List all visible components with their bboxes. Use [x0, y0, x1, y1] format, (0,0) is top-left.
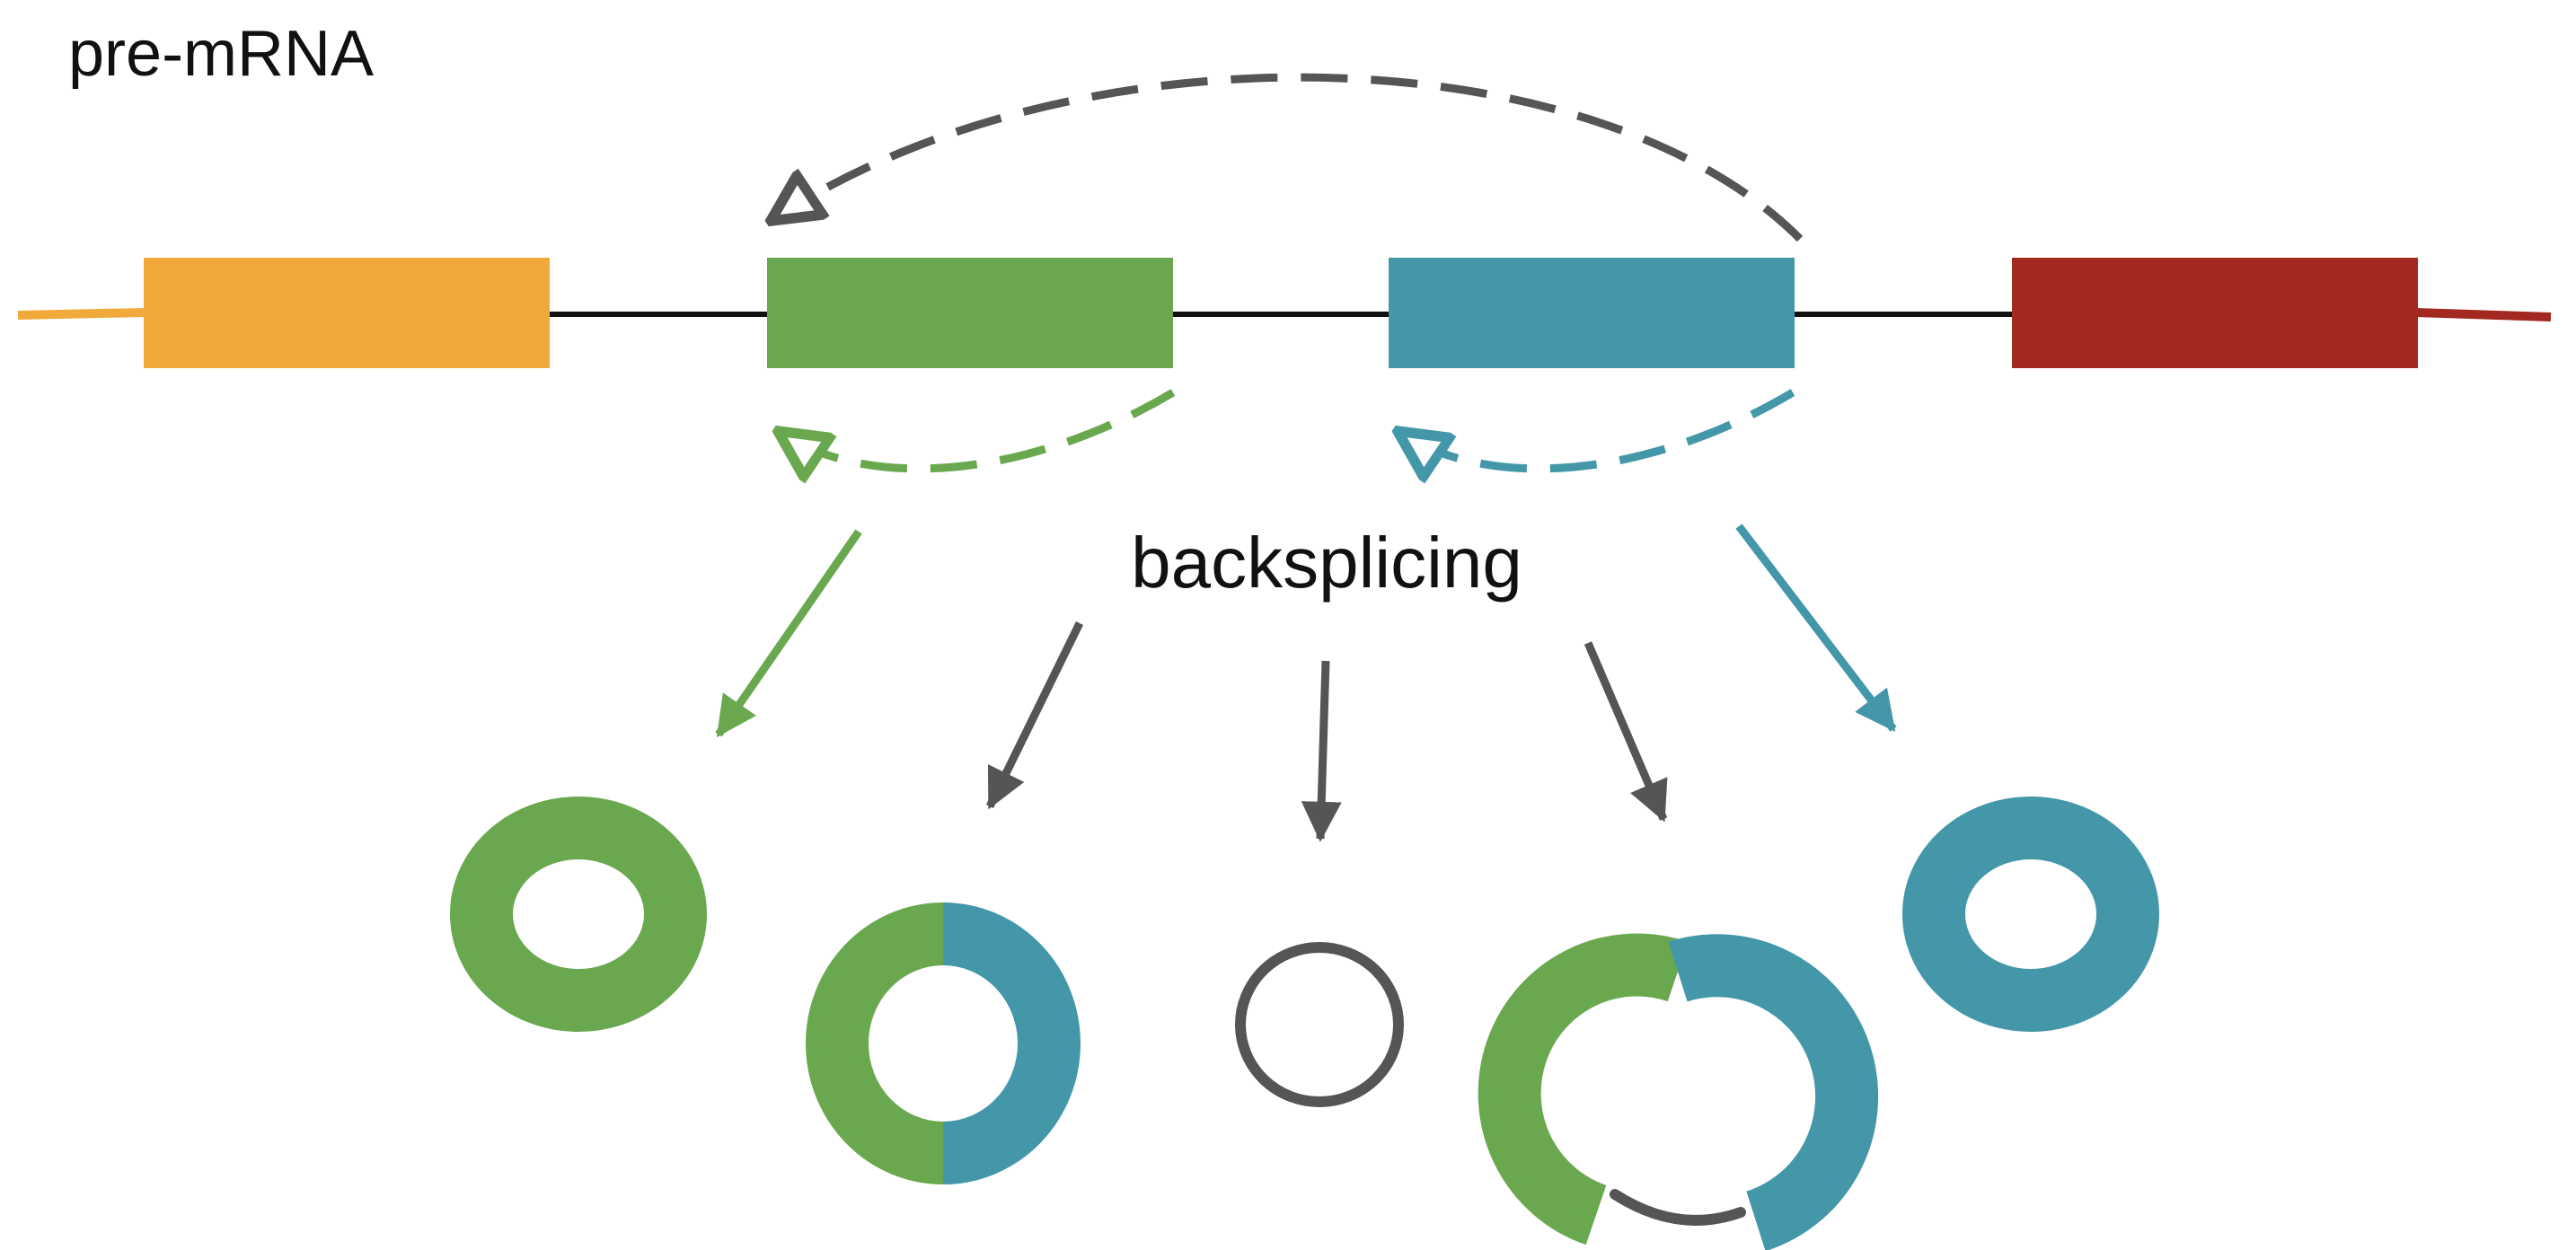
exon-2-circrna — [450, 797, 707, 1032]
backsplicing-label: backsplicing — [1131, 523, 1522, 603]
exon-3-ring — [1902, 797, 2159, 1032]
arrow-to-exon-3-circrna — [1735, 524, 1897, 732]
arrow-to-exon-2-circrna — [715, 529, 862, 738]
arrow-to-intronic-circrna — [1301, 660, 1342, 842]
intronic-circrna — [1235, 942, 1404, 1107]
three-prime-tail — [2415, 308, 2552, 321]
exon-3 — [1389, 258, 1795, 368]
exon-intron-circrna — [1478, 933, 1879, 1250]
exon-2-3-circrna — [806, 902, 1081, 1184]
exon-3-half-ring — [941, 902, 1081, 1184]
exon-4 — [2012, 258, 2418, 368]
exon-2 — [767, 258, 1173, 368]
arrow-to-exon-intron-circrna — [1584, 641, 1668, 823]
exon-2-half-ring — [806, 902, 945, 1184]
exon-2-ring — [450, 797, 707, 1032]
arrow-to-exon-2-3-circrna — [985, 621, 1084, 810]
exon-2-partial-ring — [1478, 933, 1689, 1246]
intron-ring — [1235, 942, 1404, 1107]
pre-mrna-title: pre-mRNA — [68, 18, 374, 90]
retained-intron-segment — [1610, 1189, 1746, 1226]
pre-mrna-strand — [17, 258, 2552, 368]
five-prime-tail — [17, 308, 145, 320]
exon-3-circrna — [1902, 797, 2159, 1032]
exon-1 — [144, 258, 550, 368]
exon-3-partial-ring — [1668, 934, 1879, 1250]
backsplice-arc-exon-2-3 — [771, 73, 1804, 242]
backsplice-arc-exon-2 — [778, 389, 1176, 469]
backsplice-arc-exon-3 — [1398, 389, 1795, 469]
